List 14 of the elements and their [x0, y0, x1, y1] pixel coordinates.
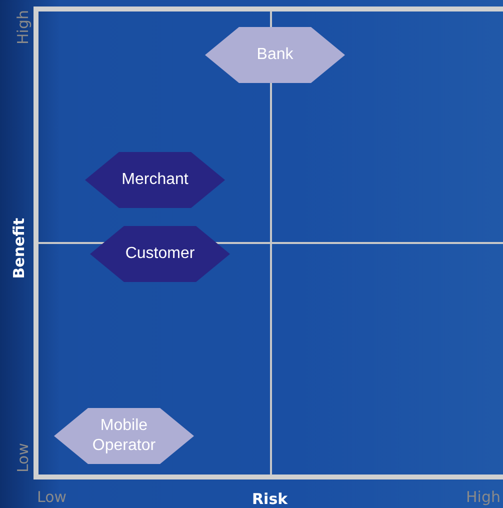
axis-tick-label: High: [466, 488, 500, 506]
hexagon-node: [90, 226, 230, 282]
axis-tick-label: Low: [14, 443, 32, 473]
axis-title: Risk: [252, 490, 288, 508]
node-label: Mobile Operator: [91, 416, 157, 456]
axis-tick-label: High: [14, 10, 32, 44]
node-label: Bank: [256, 45, 294, 65]
axis-title: Benefit: [10, 218, 28, 279]
axis-tick-label: Low: [37, 488, 67, 506]
node-label: Merchant: [120, 170, 190, 190]
node-label: Customer: [124, 244, 196, 264]
hexagon-node: [205, 27, 345, 83]
hexagon-node: [85, 152, 225, 208]
hexagon-node: [54, 408, 194, 464]
